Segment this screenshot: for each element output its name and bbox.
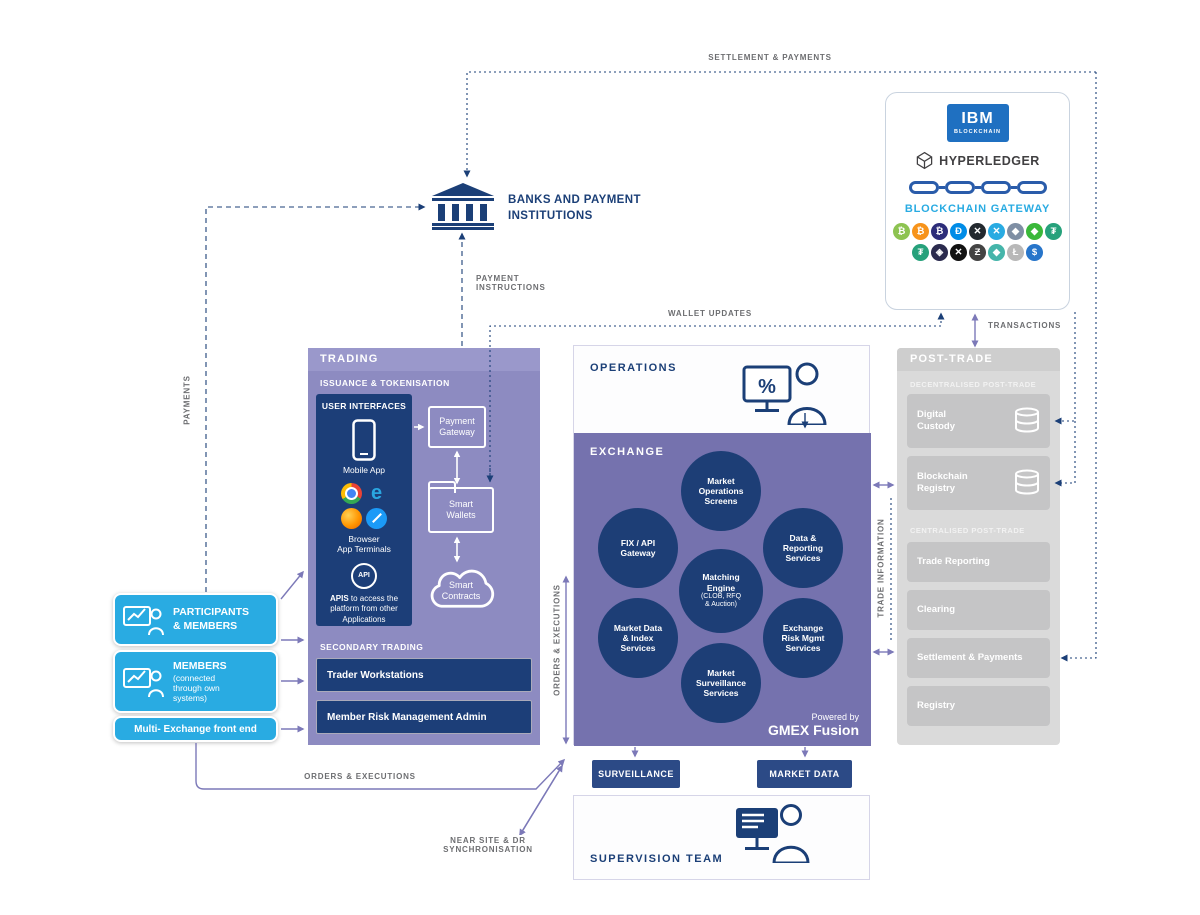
trader-workstations-box: Trader Workstations [316,658,532,692]
crypto-coin-row-1: ₿ ₿ ₿ Đ ✕ ✕ ◆ ◆ ₮ [893,223,1062,240]
surveillance-box: SURVEILLANCE [592,760,680,788]
tether-icon: ₮ [912,244,929,261]
transactions-label: TRANSACTIONS [988,321,1062,330]
svg-text:%: % [758,376,776,398]
centralised-post-trade-label: CENTRALISED POST-TRADE [910,526,1025,535]
safari-icon [366,507,387,529]
ibm-logo-text: IBM [961,110,994,127]
wallet-updates-label: WALLET UPDATES [668,309,752,318]
decentralised-post-trade-label: DECENTRALISED POST-TRADE [910,380,1037,389]
participants-members-box: PARTICIPANTS & MEMBERS [113,593,278,646]
usd-coin-icon: $ [1026,244,1043,261]
registry-box: Registry [907,686,1050,726]
teal-coin-icon: ◆ [988,244,1005,261]
operations-person-icon: % [742,362,827,425]
circle-exchange-risk: Exchange Risk Mgmt Services [763,598,843,678]
trading-header: TRADING [308,348,540,371]
zcash-icon: Ƶ [969,244,986,261]
trading-panel: TRADING ISSUANCE & TOKENISATION USER INT… [308,348,540,745]
xrp-icon: ✕ [950,244,967,261]
bank-title: BANKS AND PAYMENT INSTITUTIONS [508,194,641,222]
members-box: MEMBERS (connected through own systems) [113,650,278,713]
bitcoin-icon: ₿ [912,223,929,240]
participants-members-label: PARTICIPANTS & MEMBERS [173,606,250,632]
circle-fix-api-gateway: FIX / API Gateway [598,508,678,588]
firefox-icon [341,507,362,529]
powered-by-gmex: Powered by GMEX Fusion [768,712,859,738]
members-sublabel: (connected through own systems) [173,672,220,704]
dai-icon: ◈ [931,244,948,261]
supervision-team-title: SUPERVISION TEAM [590,853,724,865]
database-icon [1015,469,1039,495]
circle-market-operations: Market Operations Screens [681,451,761,531]
tether-small-icon: ₮ [1045,223,1062,240]
exchange-title: EXCHANGE [590,446,665,458]
hyperledger-icon [916,151,933,170]
payments-label: PAYMENTS [182,375,192,425]
members-label: MEMBERS [173,659,227,672]
market-data-box: MARKET DATA [757,760,852,788]
stellar-icon: ✕ [988,223,1005,240]
dash-icon: Đ [950,223,967,240]
monitor-person-icon [123,667,164,697]
hyperledger-label: HYPERLEDGER [939,153,1040,168]
ethereum-icon: ◆ [1007,223,1024,240]
ibm-logo-subtext: BLOCKCHAIN [954,129,1001,135]
circle-market-data-index: Market Data & Index Services [598,598,678,678]
circle-matching-engine: Matching Engine (CLOB, RFQ & Auction) [679,549,763,633]
issuance-tokenisation-label: ISSUANCE & TOKENISATION [320,378,450,388]
monitor-person-icon [123,605,164,635]
member-risk-admin-box: Member Risk Management Admin [316,700,532,734]
chain-links-icon [908,181,1047,194]
multi-exchange-frontend-label: Multi- Exchange front end [134,723,257,735]
database-icon [1015,407,1039,433]
bitcoin-cash-icon: ₿ [893,223,910,240]
smart-contracts-label: Smart Contracts [441,579,481,601]
payment-instructions-label: PAYMENT INSTRUCTIONS [476,274,546,292]
digital-custody-box: Digital Custody [907,394,1050,448]
settlement-payments-label: SETTLEMENT & PAYMENTS [708,53,832,62]
exchange-panel: EXCHANGE Market Operations Screens FIX /… [574,433,871,746]
multi-exchange-frontend-box: Multi- Exchange front end [113,716,278,742]
ibm-blockchain-logo: IBM BLOCKCHAIN [946,104,1009,142]
post-trade-header: POST-TRADE [897,348,1060,371]
orders-executions-horizontal-label: ORDERS & EXECUTIONS [304,772,416,781]
near-site-dr-label: NEAR SITE & DR SYNCHRONISATION [438,835,538,855]
ethereum-classic-icon: ◆ [1026,223,1043,240]
bitcoin-dark-icon: ₿ [931,223,948,240]
bank-icon [432,183,494,230]
circle-market-surveillance: Market Surveillance Services [681,643,761,723]
apis-description: APIS to access the platform from other A… [329,593,399,624]
payment-gateway-box: Payment Gateway [428,406,486,448]
blockchain-gateway-panel: IBM BLOCKCHAIN HYPERLEDGER BLOCKCHAIN GA… [885,92,1070,310]
smart-contracts-cloud: Smart Contracts [416,558,506,614]
crypto-coin-row-2: ₮ ◈ ✕ Ƶ ◆ Ł $ [912,244,1043,261]
blockchain-gateway-title: BLOCKCHAIN GATEWAY [904,203,1051,215]
user-interfaces-title: USER INTERFACES [321,401,407,411]
clearing-box: Clearing [907,590,1050,630]
chrome-icon [341,482,362,504]
browser-terminals-label: Browser App Terminals [337,533,391,555]
supervision-person-icon [736,804,810,863]
smart-wallets-box: Smart Wallets [428,481,494,533]
settlement-payments-box: Settlement & Payments [907,638,1050,678]
operations-title: OPERATIONS [590,362,677,374]
mobile-app-label: Mobile App [342,465,386,475]
trade-information-label: TRADE INFORMATION [875,515,887,621]
edge-icon: e [370,482,383,505]
trade-reporting-box: Trade Reporting [907,542,1050,582]
ripple-icon: ✕ [969,223,986,240]
operations-panel: OPERATIONS % EXCHANGE Market Operations … [573,345,871,746]
supervision-panel: SUPERVISION TEAM [573,795,870,880]
litecoin-icon: Ł [1007,244,1024,261]
api-icon: API [351,562,377,589]
user-interfaces-box: USER INTERFACES Mobile App e Browser App… [316,394,412,626]
post-trade-panel: POST-TRADE DECENTRALISED POST-TRADE Digi… [897,348,1060,745]
orders-executions-vertical-label: ORDERS & EXECUTIONS [552,584,562,696]
secondary-trading-label: SECONDARY TRADING [320,642,424,652]
mobile-phone-icon [352,419,376,461]
blockchain-registry-box: Blockchain Registry [907,456,1050,510]
circle-data-reporting: Data & Reporting Services [763,508,843,588]
